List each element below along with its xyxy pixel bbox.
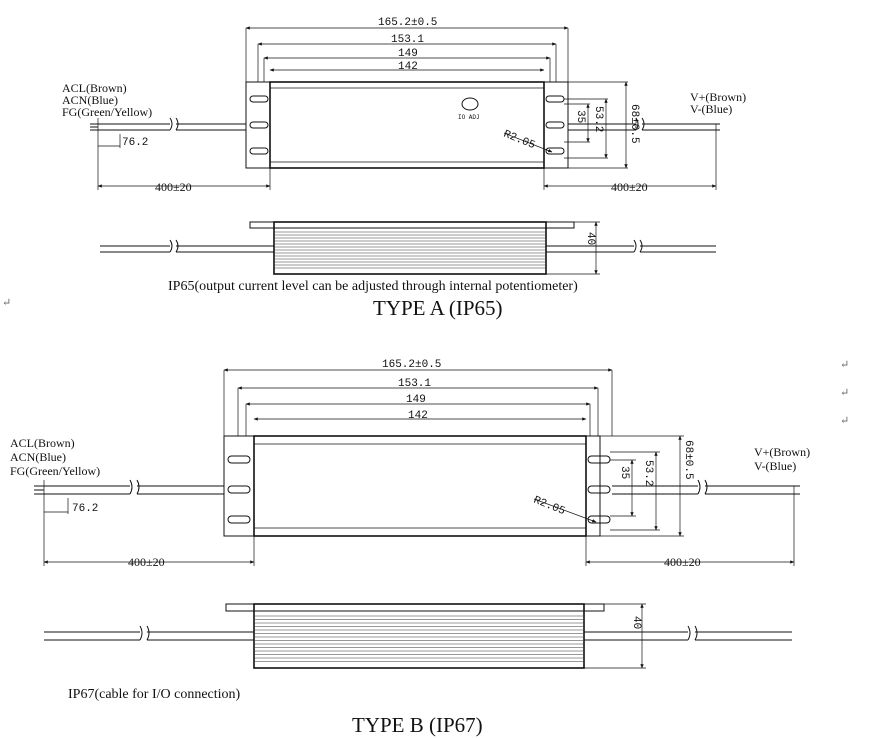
type-b-left-slots xyxy=(227,455,251,524)
type-a-caption: IP65(output current level can be adjuste… xyxy=(168,279,578,294)
type-a-right-slots xyxy=(545,95,565,155)
type-b-output-vminus: V-(Blue) xyxy=(754,459,796,473)
type-b-dim-35: 35 xyxy=(618,466,630,479)
type-a-mounting-flange xyxy=(245,81,569,169)
type-b-input-acl: ACL(Brown) xyxy=(10,436,75,450)
type-a-side-housing xyxy=(273,221,547,275)
type-a-dim-40: 40 xyxy=(584,232,596,245)
return-mark-3: ↵ xyxy=(840,387,849,399)
type-a-output-cable xyxy=(568,117,720,190)
type-b-dim-76: 76.2 xyxy=(72,503,98,515)
type-b-dim-68: 68±0.5 xyxy=(682,440,694,480)
type-a-output-vplus: V+(Brown) xyxy=(690,90,746,104)
type-a-lead-left: 400±20 xyxy=(155,180,192,194)
type-b-radius: R2.05 xyxy=(532,495,567,518)
pot-label: IO ADJ xyxy=(458,114,480,121)
type-a-dim-149: 149 xyxy=(398,48,418,60)
type-a-title: TYPE A (IP65) xyxy=(373,296,503,320)
type-a-dim-165: 165.2±0.5 xyxy=(378,17,437,29)
type-b-right-slots xyxy=(587,455,611,524)
type-b-output-cable xyxy=(612,479,800,566)
type-b-top-view: 165.2±0.5 153.1 149 142 68±0.5 53.2 35 R… xyxy=(10,359,810,569)
type-a-input-fg: FG(Green/Yellow) xyxy=(62,105,152,119)
return-mark-2: ↵ xyxy=(840,359,849,371)
type-b-housing xyxy=(253,435,587,537)
type-a-dim-35: 35 xyxy=(574,110,586,123)
type-a-dim-153: 153.1 xyxy=(391,34,424,46)
type-b-dim-40: 40 xyxy=(630,616,642,629)
type-a-top-view: IO ADJ 165.2±0.5 153.1 149 142 68±0.5 53… xyxy=(62,17,746,194)
type-b-output-vplus: V+(Brown) xyxy=(754,445,810,459)
return-mark-1: ↵ xyxy=(2,297,11,309)
type-b-input-acn: ACN(Blue) xyxy=(10,450,66,464)
type-b-input-cable xyxy=(34,479,224,566)
type-a-side-view: 40 xyxy=(100,221,716,275)
type-a-input-acl: ACL(Brown) xyxy=(62,81,127,95)
type-b-side-view: 40 xyxy=(44,603,792,669)
type-a-lead-right: 400±20 xyxy=(611,180,648,194)
type-b-title: TYPE B (IP67) xyxy=(352,713,483,737)
type-b-dim-53: 53.2 xyxy=(642,460,654,486)
type-b-side-flange xyxy=(225,603,605,612)
type-a-left-slots xyxy=(249,95,269,155)
type-a-side-flange xyxy=(249,221,575,229)
type-a-dim-76: 76.2 xyxy=(122,137,148,149)
type-a-dim-53: 53.2 xyxy=(592,106,604,132)
potentiometer-icon xyxy=(461,97,479,111)
type-b-input-fg: FG(Green/Yellow) xyxy=(10,464,100,478)
type-b-dim-153: 153.1 xyxy=(398,378,431,390)
return-mark-4: ↵ xyxy=(840,415,849,427)
type-b-side-housing xyxy=(253,603,585,669)
type-a-housing xyxy=(269,81,545,169)
type-a-radius: R2.05 xyxy=(502,129,537,152)
type-a-dim-142: 142 xyxy=(398,61,418,73)
type-a-input-cable xyxy=(90,117,246,190)
type-a-input-acn: ACN(Blue) xyxy=(62,93,118,107)
type-b-lead-left: 400±20 xyxy=(128,555,165,569)
type-b-caption: IP67(cable for I/O connection) xyxy=(68,687,241,702)
type-b-dim-142: 142 xyxy=(408,410,428,422)
type-b-dim-165: 165.2±0.5 xyxy=(382,359,441,371)
type-b-dim-149: 149 xyxy=(406,394,426,406)
type-b-mounting-flange xyxy=(223,435,601,537)
type-b-lead-right: 400±20 xyxy=(664,555,701,569)
type-a-output-vminus: V-(Blue) xyxy=(690,102,732,116)
